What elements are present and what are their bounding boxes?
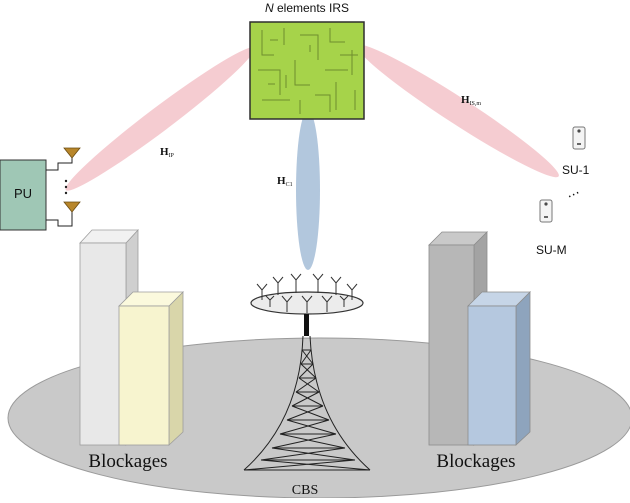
su-1-label: SU-1 [562,163,590,177]
beam-cbs-to-irs [296,110,320,270]
beam-irs-to-su [357,44,559,178]
su-ellipsis: ⋯ [564,185,582,204]
secondary-user-m [539,199,553,223]
channel-label-h-c1: HC1 [277,175,293,188]
irs-element-pattern [258,28,358,114]
tower-mast [304,314,309,336]
cbs-tower [243,273,371,471]
cbs-label: CBS [292,483,318,498]
phone-icon [572,126,586,150]
su-m-label: SU-M [536,243,567,257]
beam-irs-to-pu [65,47,255,191]
pu-antenna-bottom-icon [63,201,81,213]
pu-box [0,159,47,231]
pu-antenna-top-icon [63,147,81,159]
phone-icon [539,199,553,223]
irs-panel [249,21,365,120]
lattice-tower [243,335,371,471]
pu-label: PU [14,186,32,201]
right-blockage-buildings [428,231,531,446]
irs-label: N elements IRS [265,1,349,15]
left-blockage-buildings [79,228,184,447]
blockages-left-label: Blockages [88,451,167,472]
secondary-user-1 [572,126,586,150]
channel-label-h-ip: HIP [160,146,175,159]
channel-label-h-isn: HIS,m [461,94,481,107]
primary-user: PU [0,147,81,231]
blockages-right-label: Blockages [436,451,515,472]
antenna-array-icon [256,273,358,313]
